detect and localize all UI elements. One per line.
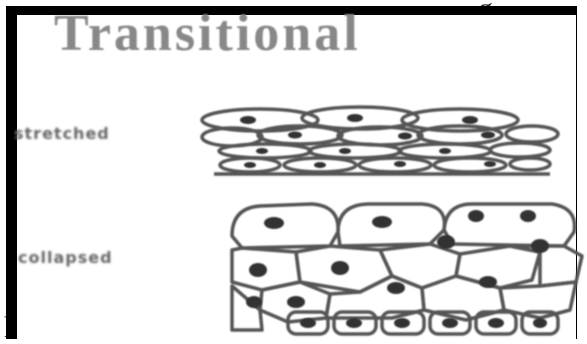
stretched-cell bbox=[432, 156, 508, 174]
nucleus bbox=[346, 318, 362, 328]
stretched-cell bbox=[307, 142, 403, 160]
nucleus bbox=[244, 162, 256, 168]
collapsed-cell bbox=[442, 202, 577, 248]
collapsed-cell bbox=[474, 310, 518, 336]
stretched-cell bbox=[508, 156, 552, 172]
collapsed-cell bbox=[336, 202, 447, 248]
collapsed-cell bbox=[378, 242, 462, 290]
nucleus bbox=[372, 216, 392, 228]
nucleus bbox=[398, 132, 412, 140]
collapsed-nuclei bbox=[246, 210, 549, 328]
nucleus bbox=[520, 210, 536, 222]
nucleus bbox=[300, 318, 316, 328]
figure-title: Transitional bbox=[54, 5, 361, 62]
nucleus bbox=[437, 235, 455, 249]
collapsed-cell bbox=[380, 310, 426, 336]
nucleus bbox=[347, 114, 363, 122]
nucleus bbox=[462, 116, 478, 124]
stretched-cell bbox=[282, 156, 358, 174]
collapsed-cell bbox=[230, 284, 264, 332]
nucleus bbox=[394, 318, 410, 328]
nucleus bbox=[488, 318, 504, 328]
stretched-cell bbox=[218, 156, 282, 174]
nucleus bbox=[314, 162, 326, 168]
collapsed-cell bbox=[454, 244, 542, 290]
nucleus bbox=[531, 239, 549, 253]
stretched-cell bbox=[256, 124, 344, 146]
stretched-cell bbox=[504, 124, 560, 144]
nucleus bbox=[394, 161, 406, 167]
nucleus bbox=[246, 296, 262, 308]
nucleus bbox=[331, 261, 349, 275]
nucleus bbox=[288, 131, 302, 139]
nucleus bbox=[256, 148, 268, 154]
collapsed-epithelium bbox=[230, 202, 584, 336]
stretched-epithelium bbox=[200, 105, 560, 176]
nucleus bbox=[479, 276, 497, 288]
nucleus bbox=[442, 318, 458, 328]
nucleus bbox=[533, 318, 547, 328]
stretched-cell bbox=[400, 107, 520, 133]
collapsed-cell bbox=[286, 310, 330, 336]
label-collapsed: collapsed bbox=[18, 248, 113, 267]
nucleus bbox=[481, 131, 495, 139]
nucleus bbox=[468, 210, 484, 222]
collapsed-cell bbox=[230, 202, 340, 250]
stretched-cell bbox=[488, 141, 552, 159]
collapsed-cell bbox=[498, 280, 578, 320]
label-stretched: stretched bbox=[14, 124, 110, 143]
nucleus bbox=[240, 116, 256, 124]
stretched-cell bbox=[357, 156, 433, 174]
stretched-nuclei bbox=[240, 114, 496, 168]
nucleus bbox=[339, 148, 351, 154]
collapsed-cell bbox=[428, 310, 472, 336]
nucleus bbox=[484, 161, 496, 167]
nucleus bbox=[439, 148, 451, 154]
nucleus bbox=[249, 263, 267, 277]
nucleus bbox=[264, 217, 284, 229]
collapsed-cell bbox=[520, 310, 560, 336]
nucleus bbox=[287, 296, 305, 308]
collapsed-cell bbox=[508, 244, 584, 288]
collapsed-cell bbox=[332, 310, 378, 336]
nucleus bbox=[387, 282, 405, 294]
